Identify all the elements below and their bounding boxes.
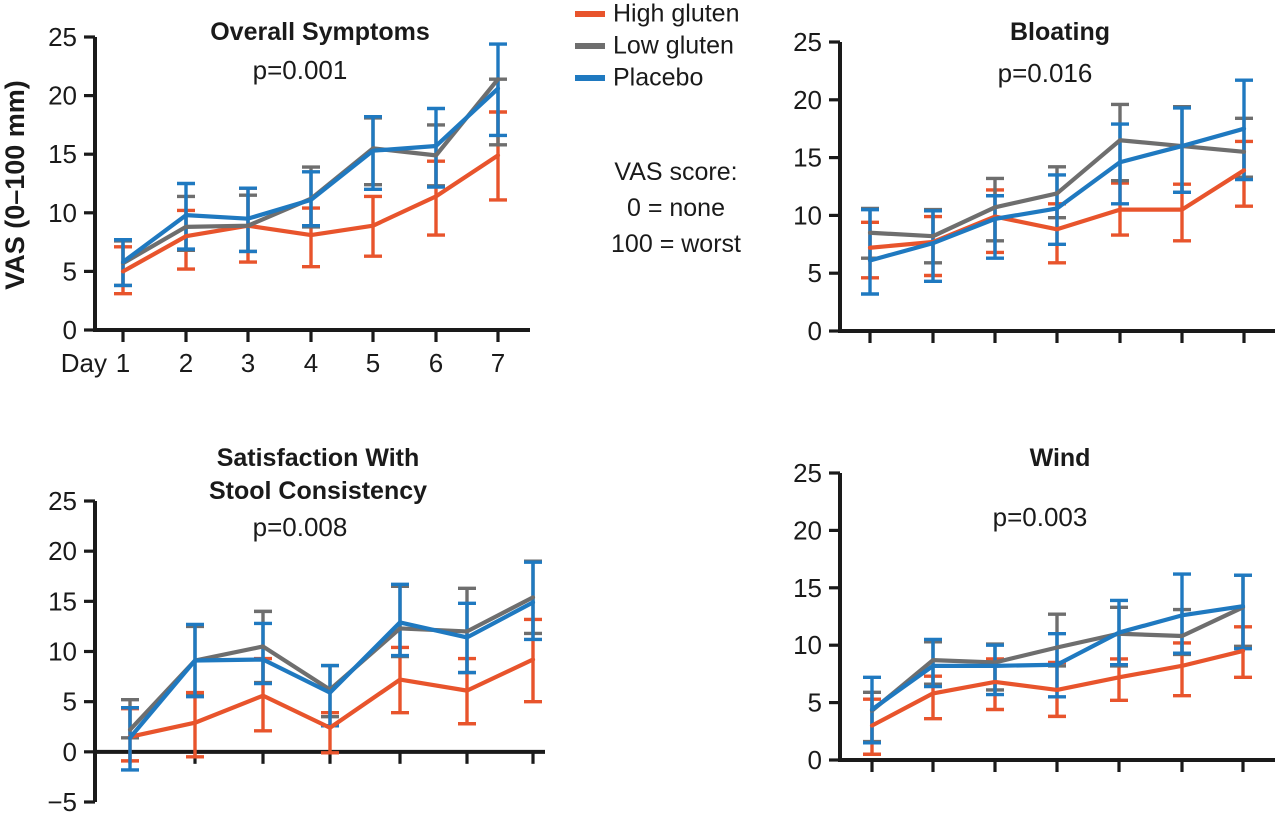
x-tick-label: 3 — [241, 348, 255, 378]
panel-bloating: Bloating p=0.016 0 5 10 15 20 25 — [793, 18, 1275, 346]
panel-title: Overall Symptoms — [210, 18, 430, 46]
x-tick-label: 6 — [429, 348, 443, 378]
legend-label-high-gluten: High gluten — [613, 0, 739, 28]
series-line-placebo — [120, 86, 501, 265]
vas-score-note: VAS score: 0 = none 100 = worst — [611, 158, 741, 258]
y-tick-label: 20 — [793, 515, 822, 545]
series-line-placebo — [127, 600, 536, 740]
y-tick-label: 0 — [63, 737, 77, 767]
panel-title: Bloating — [1010, 18, 1110, 46]
x-tick-label: 7 — [491, 348, 505, 378]
y-tick-label: 15 — [48, 586, 77, 616]
panel-title: Wind — [1030, 444, 1091, 472]
y-tick-label: 5 — [63, 256, 77, 286]
p-value-annotation: p=0.016 — [998, 58, 1093, 88]
y-tick-label: 5 — [808, 258, 822, 288]
series-line-placebo — [867, 126, 1247, 263]
y-tick-label: 25 — [48, 22, 77, 52]
y-tick-label: 20 — [48, 81, 77, 111]
p-value-annotation: p=0.003 — [993, 502, 1088, 532]
y-tick-label: 10 — [793, 630, 822, 660]
y-tick-label: 0 — [808, 745, 822, 775]
vas-note-line: 100 = worst — [611, 230, 741, 258]
panel-title: Satisfaction With — [217, 444, 420, 472]
y-tick-label: 10 — [48, 198, 77, 228]
y-tick-label: 20 — [793, 85, 822, 115]
y-tick-label: 15 — [48, 139, 77, 169]
y-tick-label: −5 — [47, 787, 77, 817]
x-tick-label: 1 — [116, 348, 130, 378]
panel-overall-symptoms: Overall Symptoms p=0.001 0 5 10 15 20 25 1 2 3 4 5 6 7… — [48, 18, 530, 378]
vas-note-line: VAS score: — [614, 158, 737, 186]
p-value-annotation: p=0.001 — [253, 55, 348, 85]
panel-title: Stool Consistency — [209, 477, 427, 505]
series-line-high-gluten — [120, 153, 501, 274]
y-axis-title: VAS (0–100 mm) — [0, 80, 30, 290]
y-tick-label: 10 — [793, 200, 822, 230]
y-tick-label: 25 — [793, 458, 822, 488]
panel-wind: Wind p=0.003 0 5 10 15 20 25 — [793, 444, 1275, 775]
y-tick-label: 25 — [793, 27, 822, 57]
x-tick-label: 5 — [366, 348, 380, 378]
error-bars-placebo — [861, 78, 1253, 296]
y-tick-label: 5 — [808, 688, 822, 718]
vas-note-line: 0 = none — [627, 194, 725, 222]
y-tick-label: 20 — [48, 536, 77, 566]
series-line-high-gluten — [127, 657, 536, 739]
series-line-placebo — [869, 604, 1246, 712]
series-line-high-gluten — [869, 648, 1246, 728]
y-tick-label: 5 — [63, 687, 77, 717]
series-line-low-gluten — [869, 605, 1246, 713]
y-tick-label: 10 — [48, 637, 77, 667]
y-tick-label: 15 — [793, 573, 822, 603]
y-tick-label: 0 — [63, 315, 77, 345]
legend-label-placebo: Placebo — [613, 64, 703, 92]
legend-label-low-gluten: Low gluten — [613, 32, 734, 60]
day-prefix-label: Day — [61, 348, 107, 378]
x-tick-label: 4 — [304, 348, 318, 378]
p-value-annotation: p=0.008 — [253, 512, 348, 542]
y-tick-label: 0 — [808, 316, 822, 346]
y-tick-label: 15 — [793, 143, 822, 173]
y-tick-label: 25 — [48, 486, 77, 516]
x-tick-label: 2 — [179, 348, 193, 378]
